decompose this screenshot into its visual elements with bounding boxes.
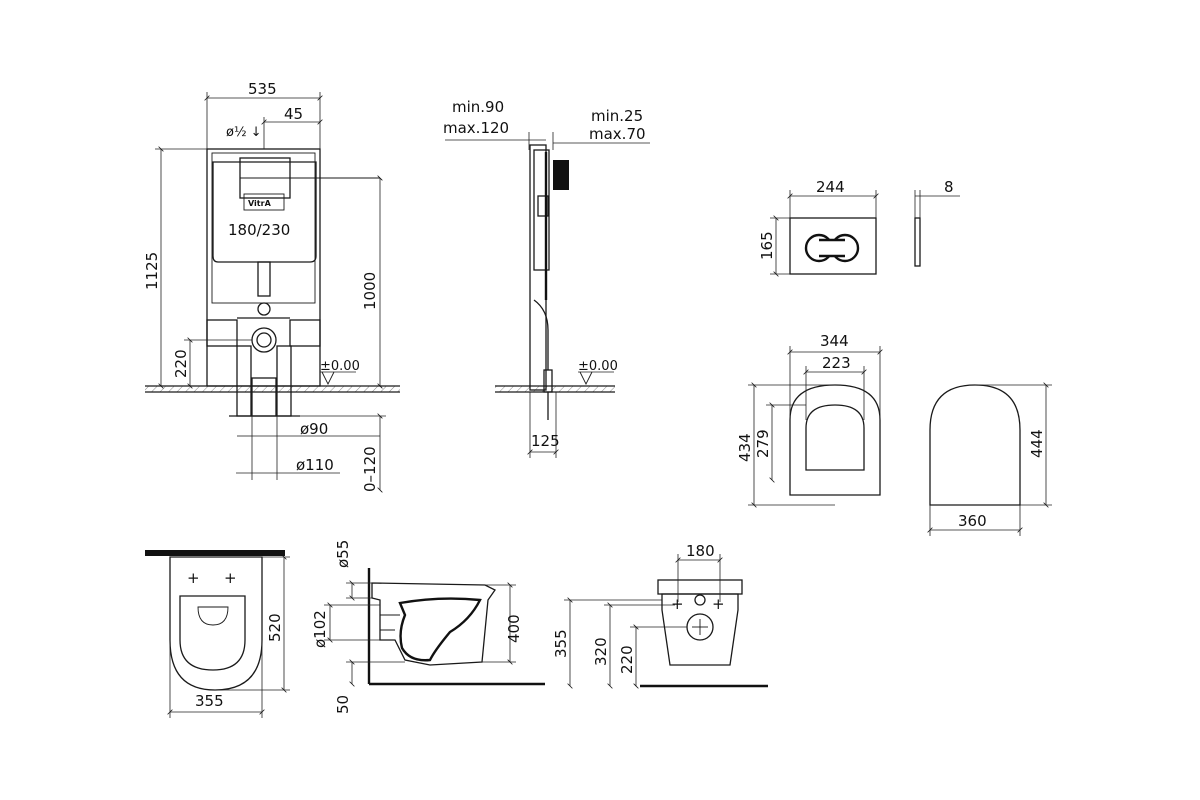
seat-view: 344 223 434 279 444 360 — [736, 332, 1052, 536]
dim-plate-height: 165 — [758, 231, 776, 260]
side-level-mark: ±0.00 — [578, 359, 618, 374]
dim-bolt-height: 320 — [592, 637, 610, 666]
dim-outlet-height: 220 — [618, 645, 636, 674]
dim-frame-height: 1125 — [143, 252, 161, 290]
bowl-rear-view: + + 180 355 320 220 — [552, 542, 768, 689]
dim-wall-max: max.120 — [443, 119, 509, 137]
dim-plate-thickness: 8 — [944, 178, 954, 196]
bolt-hole-left-icon: + — [187, 569, 200, 587]
water-inlet-icon: ø½ ↓ — [226, 125, 262, 140]
dim-seat-outer-width: 344 — [820, 332, 849, 350]
dim-side-depth: 125 — [531, 432, 560, 450]
dim-seat-inner-width: 223 — [822, 354, 851, 372]
flush-plate-view: 244 165 8 — [758, 178, 960, 277]
brand-logo: VitrA — [248, 199, 272, 208]
frame-side-view: min.90 max.120 min.25 max.70 ±0.00 125 — [443, 98, 650, 458]
bowl-top-view: + + 520 355 — [145, 550, 290, 718]
level-mark: ±0.00 — [320, 359, 360, 374]
tank-capacity: 180/230 — [228, 221, 290, 239]
dim-pipe-90: ø90 — [300, 420, 328, 438]
rear-bolt-right-icon: + — [712, 595, 725, 613]
dim-tank-height: 1000 — [361, 272, 379, 310]
dim-inlet-dia: ø102 — [311, 610, 329, 648]
dim-cover-length: 444 — [1028, 429, 1046, 458]
dim-bolt-spacing: 180 — [686, 542, 715, 560]
dim-water-offset: 45 — [284, 105, 303, 123]
dim-rear-height: 355 — [552, 629, 570, 658]
frame-front-view: VitrA 535 45 ø½ ↓ 1125 1000 220 — [143, 80, 400, 493]
dim-seat-outer-length: 434 — [736, 433, 754, 462]
dim-floor-gap: 50 — [334, 695, 352, 714]
dim-frame-width: 535 — [248, 80, 277, 98]
dim-bowl-length: 520 — [266, 613, 284, 642]
dim-bowl-height: 400 — [505, 614, 523, 643]
rear-bolt-left-icon: + — [671, 595, 684, 613]
dim-seat-inner-length: 279 — [754, 429, 772, 458]
dim-plate-width: 244 — [816, 178, 845, 196]
dim-outlet-dia: ø55 — [334, 540, 352, 568]
bowl-side-section: ø55 ø102 400 50 — [311, 540, 545, 714]
dim-flush-height: 220 — [172, 349, 190, 378]
dim-wall-min: min.90 — [452, 98, 504, 116]
dim-bowl-width: 355 — [195, 692, 224, 710]
dim-cover-width: 360 — [958, 512, 987, 530]
dim-pipe-110: ø110 — [296, 456, 334, 474]
dim-adjust-range: 0–120 — [361, 446, 379, 492]
dim-panel-max: max.70 — [589, 125, 646, 143]
bolt-hole-right-icon: + — [224, 569, 237, 587]
dim-panel-min: min.25 — [591, 107, 643, 125]
